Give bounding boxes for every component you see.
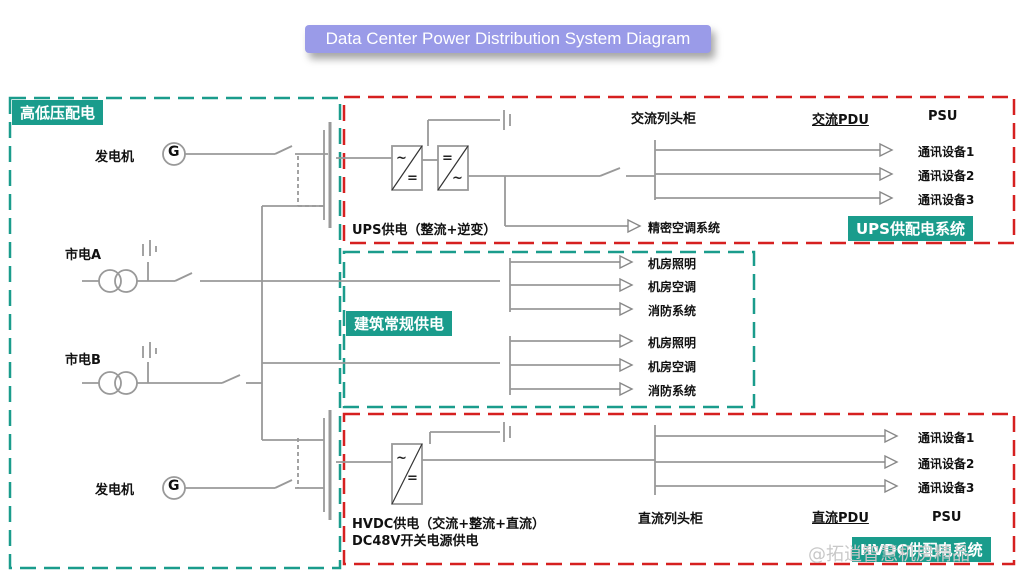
hv-section-box bbox=[8, 96, 342, 570]
building-2-lighting: 机房照明 bbox=[648, 336, 697, 350]
wiring bbox=[82, 110, 885, 520]
building-section-tag: 建筑常规供电 bbox=[346, 311, 453, 336]
ups-inverter bbox=[437, 145, 469, 191]
hvdc-section-box bbox=[342, 412, 1016, 566]
ups-device-2: 通讯设备2 bbox=[918, 169, 975, 183]
building-2-fire: 消防系统 bbox=[648, 384, 697, 398]
ups-device-3: 通讯设备3 bbox=[918, 193, 975, 207]
building-1-fire: 消防系统 bbox=[648, 304, 697, 318]
diagram-title: Data Center Power Distribution System Di… bbox=[305, 25, 711, 53]
ups-section-tag: UPS供配电系统 bbox=[848, 216, 973, 241]
generator-top-label: 发电机 bbox=[95, 150, 135, 165]
hv-section-tag: 高低压配电 bbox=[12, 100, 104, 125]
ups-supply-label: UPS供电（整流+逆变） bbox=[352, 223, 497, 238]
generator-bottom-label: 发电机 bbox=[95, 483, 135, 498]
building-1-lighting: 机房照明 bbox=[648, 257, 697, 271]
hvdc-device-2: 通讯设备2 bbox=[918, 457, 975, 471]
svg-text:~: ~ bbox=[452, 171, 463, 186]
svg-text:~: ~ bbox=[396, 451, 407, 466]
hvdc-device-1: 通讯设备1 bbox=[918, 431, 975, 445]
hvdc-section-tag: HVDC供配电系统 bbox=[852, 537, 991, 562]
svg-text:=: = bbox=[442, 151, 453, 166]
dc-pdu-label: 直流PDU bbox=[812, 511, 869, 526]
ups-psu-label: PSU bbox=[928, 109, 958, 124]
generator-top-g: G bbox=[168, 144, 180, 160]
ac-cabinet-label: 交流列头柜 bbox=[631, 112, 697, 127]
hvdc-device-3: 通讯设备3 bbox=[918, 481, 975, 495]
hvdc-psu-label: PSU bbox=[932, 510, 962, 525]
dc48v-supply-label: DC48V开关电源供电 bbox=[352, 534, 479, 549]
ups-rectifier bbox=[391, 145, 423, 191]
building-section-box bbox=[342, 250, 756, 409]
hvdc-rectifier bbox=[391, 443, 423, 505]
watermark: @拓逍智慧机房精品 bbox=[808, 544, 970, 565]
generator-bottom-g: G bbox=[168, 478, 180, 494]
mains-b-label: 市电B bbox=[65, 353, 101, 368]
svg-text:=: = bbox=[407, 171, 418, 186]
ups-device-1: 通讯设备1 bbox=[918, 145, 975, 159]
building-1-aircon: 机房空调 bbox=[648, 280, 697, 294]
hvdc-supply-label: HVDC供电（交流+整流+直流） bbox=[352, 517, 546, 532]
svg-text:=: = bbox=[407, 471, 418, 486]
mains-a-label: 市电A bbox=[65, 248, 102, 263]
dc-cabinet-label: 直流列头柜 bbox=[638, 512, 704, 527]
svg-text:~: ~ bbox=[396, 151, 407, 166]
building-2-aircon: 机房空调 bbox=[648, 360, 697, 374]
ac-pdu-label: 交流PDU bbox=[812, 113, 869, 128]
precision-aircon-label: 精密空调系统 bbox=[648, 221, 721, 235]
